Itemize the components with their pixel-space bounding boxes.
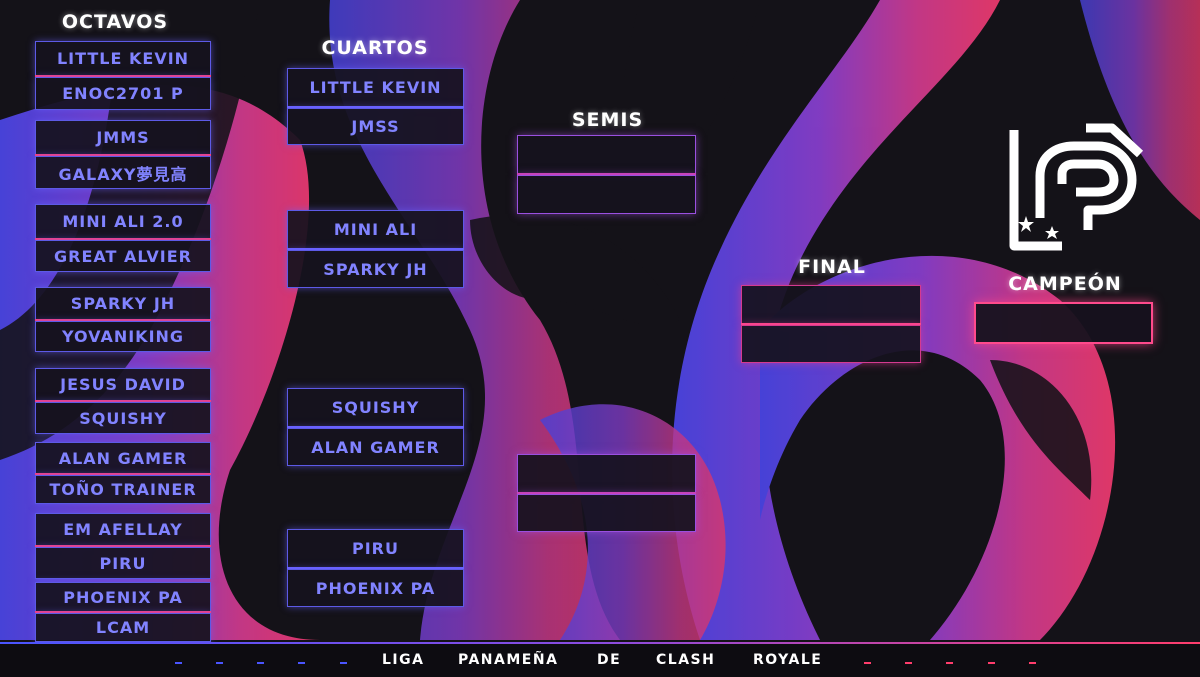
octavos-match-8: PHOENIX PA LCAM [35, 582, 211, 642]
player-slot[interactable]: LCAM [35, 613, 211, 642]
footer-word: ROYALE [753, 652, 823, 668]
player-slot[interactable]: PHOENIX PA [35, 582, 211, 611]
player-slot[interactable]: JMMS [35, 120, 211, 154]
octavos-match-3: MINI ALI 2.0 GREAT ALVIER [35, 204, 211, 272]
cuartos-match-1: LITTLE KEVIN JMSS [287, 68, 464, 145]
player-slot[interactable]: MINI ALI [287, 210, 464, 248]
cuartos-match-3: SQUISHY ALAN GAMER [287, 388, 464, 466]
divider [35, 545, 211, 547]
player-slot[interactable]: SQUISHY [287, 388, 464, 426]
octavos-match-7: EM AFELLAY PIRU [35, 513, 211, 579]
divider [287, 426, 464, 428]
divider [287, 106, 464, 108]
footer-word: DE [597, 652, 622, 668]
player-slot[interactable]: EM AFELLAY [35, 513, 211, 545]
round-title-octavos: OCTAVOS [61, 11, 169, 33]
round-title-semis: SEMIS [571, 109, 644, 131]
footer-bar: LIGA PANAMEÑA DE CLASH ROYALE [0, 642, 1200, 677]
player-slot[interactable]: YOVANIKING [35, 321, 211, 352]
player-slot[interactable]: GALAXY夢見高 [35, 156, 211, 189]
footer-word: PANAMEÑA [458, 652, 559, 668]
round-title-campeon: CAMPEÓN [1008, 273, 1122, 295]
footer-dash [864, 662, 871, 664]
footer-dash [340, 662, 347, 664]
player-slot[interactable]: LITTLE KEVIN [35, 41, 211, 75]
player-slot[interactable]: SQUISHY [35, 402, 211, 434]
player-slot[interactable]: TOÑO TRAINER [35, 475, 211, 504]
divider [35, 238, 211, 240]
player-slot[interactable]: ENOC2701 P [35, 77, 211, 110]
footer-dash [216, 662, 223, 664]
player-slot[interactable] [741, 285, 921, 323]
octavos-match-2: JMMS GALAXY夢見高 [35, 120, 211, 189]
footer-dash [1029, 662, 1036, 664]
footer-word: LIGA [382, 652, 425, 668]
cuartos-match-2: MINI ALI SPARKY JH [287, 210, 464, 288]
footer-dash [175, 662, 182, 664]
player-slot[interactable]: LITTLE KEVIN [287, 68, 464, 106]
semis-match-2 [517, 454, 696, 532]
player-slot[interactable] [517, 454, 696, 492]
semis-match-1 [517, 135, 696, 214]
divider [35, 319, 211, 321]
cuartos-match-4: PIRU PHOENIX PA [287, 529, 464, 607]
player-slot[interactable]: JMSS [287, 108, 464, 145]
round-title-final: FINAL [798, 256, 866, 278]
player-slot[interactable]: GREAT ALVIER [35, 240, 211, 272]
divider [287, 248, 464, 250]
footer-word: CLASH [656, 652, 716, 668]
champion-slot[interactable] [974, 302, 1153, 344]
player-slot[interactable]: MINI ALI 2.0 [35, 204, 211, 238]
player-slot[interactable]: SPARKY JH [35, 287, 211, 319]
lpcr-logo [1009, 123, 1144, 251]
footer-dash [988, 662, 995, 664]
divider [35, 400, 211, 402]
octavos-match-1: LITTLE KEVIN ENOC2701 P [35, 41, 211, 110]
player-slot[interactable]: ALAN GAMER [35, 442, 211, 473]
footer-dash [257, 662, 264, 664]
divider [517, 173, 696, 175]
divider [35, 473, 211, 475]
final-match [741, 285, 921, 363]
footer-dash [298, 662, 305, 664]
footer-dash [946, 662, 953, 664]
divider [35, 75, 211, 77]
player-slot[interactable] [517, 135, 696, 173]
divider [517, 492, 696, 494]
round-title-cuartos: CUARTOS [321, 37, 429, 59]
player-slot[interactable]: JESUS DAVID [35, 368, 211, 400]
player-slot[interactable]: ALAN GAMER [287, 428, 464, 466]
divider [35, 611, 211, 613]
player-slot[interactable]: PHOENIX PA [287, 569, 464, 607]
divider [35, 154, 211, 156]
divider [287, 567, 464, 569]
octavos-match-5: JESUS DAVID SQUISHY [35, 368, 211, 434]
player-slot[interactable]: PIRU [35, 547, 211, 579]
footer-dash [905, 662, 912, 664]
player-slot[interactable]: SPARKY JH [287, 250, 464, 288]
player-slot[interactable]: PIRU [287, 529, 464, 567]
player-slot[interactable] [517, 175, 696, 214]
player-slot[interactable] [741, 325, 921, 363]
player-slot[interactable] [517, 494, 696, 532]
octavos-match-4: SPARKY JH YOVANIKING [35, 287, 211, 352]
divider [741, 323, 921, 325]
octavos-match-6: ALAN GAMER TOÑO TRAINER [35, 442, 211, 504]
